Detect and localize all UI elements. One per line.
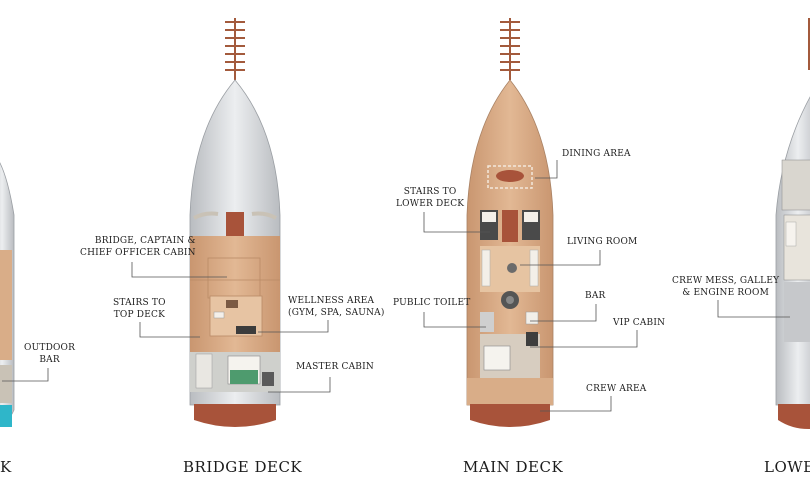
lower-deck-title: LOWE <box>764 458 810 476</box>
label-wellness-area: WELLNESS AREA (GYM, SPA, SAUNA) <box>288 296 385 318</box>
label-public-toilet: PUBLIC TOILET <box>393 298 471 308</box>
label-living-room: LIVING ROOM <box>567 237 638 247</box>
label-dining-area: DINING AREA <box>562 149 631 159</box>
label-stairs-top-deck: STAIRS TO TOP DECK <box>113 298 166 320</box>
label-outdoor-bar: OUTDOOR BAR <box>24 343 76 365</box>
lower-deck-plan <box>775 18 810 429</box>
top-deck-title: K <box>0 458 12 476</box>
label-bridge-cabin: BRIDGE, CAPTAIN & CHIEF OFFICER CABIN <box>80 236 196 258</box>
leader-lines <box>2 160 790 412</box>
label-stairs-lower-deck: STAIRS TO LOWER DECK <box>396 187 465 209</box>
pool-shape <box>0 405 12 427</box>
bridge-deck-title: BRIDGE DECK <box>183 458 303 476</box>
bridge-deck-plan <box>189 18 281 427</box>
label-bar: BAR <box>585 291 606 301</box>
main-deck-plan <box>466 18 554 427</box>
label-crew-area: CREW AREA <box>586 384 647 394</box>
label-master-cabin: MASTER CABIN <box>296 362 374 372</box>
mast-icon <box>225 18 245 80</box>
main-deck-title: MAIN DECK <box>463 458 564 476</box>
top-deck-plan <box>0 162 15 427</box>
mast-icon <box>500 18 520 80</box>
label-vip-cabin: VIP CABIN <box>613 318 666 328</box>
label-crew-mess: CREW MESS, GALLEY & ENGINE ROOM <box>672 276 780 298</box>
